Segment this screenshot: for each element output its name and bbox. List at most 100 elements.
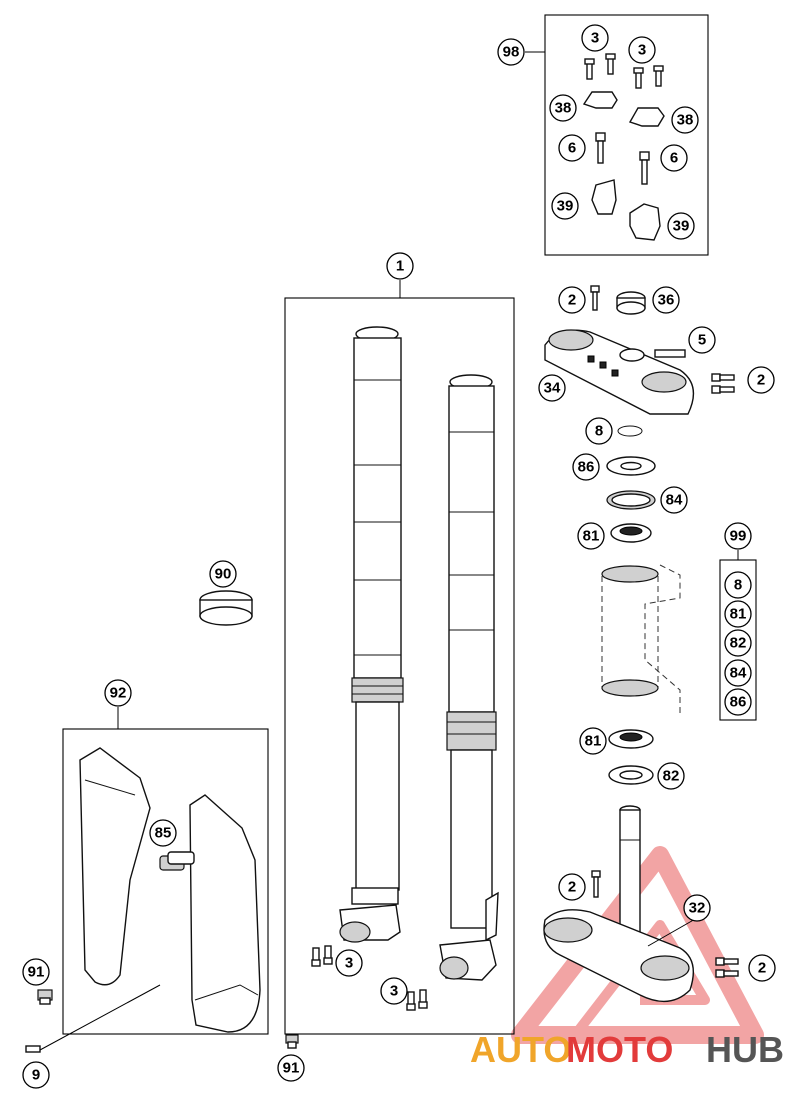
fork-guard-right — [189, 794, 261, 1033]
svg-text:6: 6 — [670, 150, 678, 167]
svg-text:34: 34 — [544, 380, 561, 397]
bearing-81-upper — [610, 523, 652, 543]
nut-91-left — [37, 989, 53, 1005]
svg-text:3: 3 — [591, 30, 599, 47]
svg-text:AUTO: AUTO — [470, 1029, 571, 1070]
callout-2: 2 — [558, 873, 586, 901]
svg-text:2: 2 — [568, 292, 576, 309]
callout-3: 3 — [628, 36, 656, 64]
svg-text:86: 86 — [730, 694, 747, 711]
svg-text:84: 84 — [666, 492, 683, 509]
svg-text:85: 85 — [155, 825, 172, 842]
svg-text:39: 39 — [557, 198, 574, 215]
svg-text:99: 99 — [730, 528, 747, 545]
svg-text:81: 81 — [583, 528, 600, 545]
steering-head-tube — [601, 564, 681, 715]
clamp-39-left — [591, 179, 617, 215]
svg-text:38: 38 — [677, 112, 694, 129]
kit-99-item: 82 — [724, 629, 752, 657]
svg-text:82: 82 — [730, 635, 747, 652]
screw-9 — [25, 1045, 41, 1053]
clamp-38-left — [582, 91, 618, 109]
callout-86: 86 — [572, 453, 600, 481]
svg-text:39: 39 — [673, 218, 690, 235]
kit-98-box — [544, 14, 709, 256]
fork-guard-box — [62, 728, 269, 1035]
bolt-5 — [654, 349, 686, 358]
svg-text:3: 3 — [345, 955, 353, 972]
svg-text:36: 36 — [658, 292, 675, 309]
callout-90: 90 — [209, 560, 237, 588]
fork-guard-left — [79, 747, 151, 986]
svg-text:32: 32 — [689, 900, 706, 917]
upper-triple-clamp-34 — [544, 329, 695, 415]
callout-5: 5 — [688, 326, 716, 354]
svg-text:3: 3 — [638, 42, 646, 59]
svg-text:91: 91 — [283, 1060, 300, 1077]
bolt-6-right — [639, 151, 650, 185]
bolt-3-pair-right — [406, 989, 428, 1011]
dust-ring-86 — [606, 456, 656, 476]
kit-99-item: 81 — [724, 600, 752, 628]
svg-text:2: 2 — [757, 372, 765, 389]
callout-81: 81 — [577, 522, 605, 550]
callout-38: 38 — [671, 106, 699, 134]
fork-leg-right — [439, 374, 499, 981]
callout-2: 2 — [747, 366, 775, 394]
callout-1: 1 — [386, 252, 414, 280]
svg-text:1: 1 — [396, 258, 404, 275]
callout-32: 32 — [683, 894, 711, 922]
watermark-text: AUTO MOTO HUB — [470, 1029, 784, 1070]
callout-3: 3 — [335, 949, 363, 977]
clamp-38-right — [628, 107, 665, 127]
callout-98: 98 — [497, 38, 525, 66]
svg-text:81: 81 — [585, 733, 602, 750]
callout-91: 91 — [277, 1054, 305, 1082]
callout-85: 85 — [149, 819, 177, 847]
svg-text:86: 86 — [578, 459, 595, 476]
bolt-2-lower-single — [591, 870, 601, 898]
guard-clip-85 — [159, 851, 195, 871]
callout-3: 3 — [581, 24, 609, 52]
callout-6: 6 — [558, 134, 586, 162]
svg-text:3: 3 — [390, 983, 398, 1000]
kit-99-item: 8 — [724, 571, 752, 599]
callout-9: 9 — [22, 1061, 50, 1089]
callout-34: 34 — [538, 374, 566, 402]
svg-text:5: 5 — [698, 332, 706, 349]
bolt-3-pair-left — [311, 945, 333, 967]
seal-82 — [608, 765, 654, 785]
callout-2: 2 — [748, 954, 776, 982]
callout-81: 81 — [579, 727, 607, 755]
nut-36 — [616, 291, 646, 315]
svg-text:HUB: HUB — [706, 1029, 784, 1070]
svg-text:9: 9 — [32, 1067, 40, 1084]
callout-84: 84 — [660, 486, 688, 514]
callout-39: 39 — [551, 192, 579, 220]
callout-2: 2 — [558, 286, 586, 314]
bearing-81-lower — [608, 729, 654, 749]
callout-91: 91 — [22, 958, 50, 986]
svg-text:82: 82 — [663, 768, 680, 785]
svg-text:2: 2 — [758, 960, 766, 977]
fork-leg-left — [339, 326, 404, 943]
kit-99-item: 86 — [724, 688, 752, 716]
o-ring-8 — [617, 425, 643, 437]
clamp-39-right — [629, 203, 661, 241]
fork-cap-ring-90 — [199, 590, 253, 626]
svg-text:81: 81 — [730, 606, 747, 623]
svg-text:8: 8 — [595, 423, 603, 440]
svg-text:92: 92 — [110, 685, 127, 702]
bolt-3-group-left — [584, 53, 616, 80]
callout-92: 92 — [104, 679, 132, 707]
lower-triple-clamp-32 — [543, 805, 694, 1003]
svg-text:38: 38 — [555, 100, 572, 117]
bolt-2-pair-lower — [715, 957, 739, 978]
svg-text:91: 91 — [28, 964, 45, 981]
callout-3: 3 — [380, 977, 408, 1005]
svg-text:6: 6 — [568, 140, 576, 157]
svg-text:90: 90 — [215, 566, 232, 583]
callout-8: 8 — [585, 417, 613, 445]
callout-82: 82 — [657, 762, 685, 790]
